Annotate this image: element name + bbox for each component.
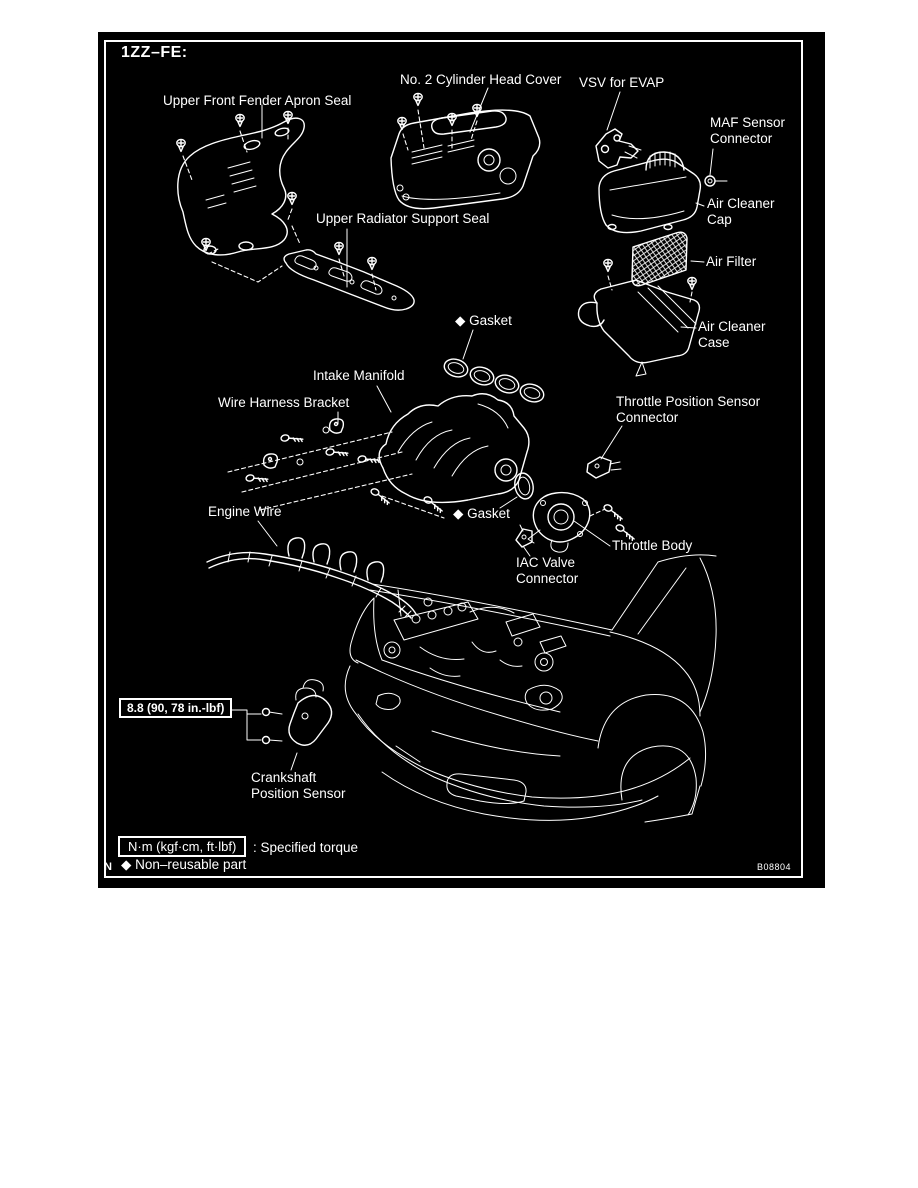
- torque-spec-box: 8.8 (90, 78 in.-lbf): [119, 698, 233, 718]
- engine-code-label: 1ZZ–FE:: [121, 44, 188, 61]
- label-maf-connector: MAF Sensor Connector: [710, 115, 786, 146]
- label-vsv-evap: VSV for EVAP: [579, 75, 665, 90]
- label-engine-wire: Engine Wire: [208, 504, 282, 519]
- label-intake-manifold: Intake Manifold: [313, 368, 405, 383]
- label-gasket-lower: ◆ Gasket: [453, 506, 510, 521]
- legend-torque-symbol-box: N·m (kgf·cm, ft·lbf): [118, 836, 247, 857]
- label-air-cleaner-cap: Air Cleaner Cap: [707, 196, 775, 227]
- torque-value: 8.8 (90, 78 in.-lbf): [127, 701, 225, 715]
- label-iac-connector: IAC Valve Connector: [516, 555, 579, 586]
- label-head-cover: No. 2 Cylinder Head Cover: [400, 72, 562, 87]
- panel-inner-frame: [104, 40, 803, 878]
- label-wire-harness-bracket: Wire Harness Bracket: [218, 395, 350, 410]
- label-gasket-upper: ◆ Gasket: [455, 313, 512, 328]
- label-air-cleaner-case: Air Cleaner Case: [698, 319, 766, 350]
- drawing-number: B08804: [757, 862, 792, 872]
- legend-torque-units: N·m (kgf·cm, ft·lbf): [128, 839, 237, 854]
- label-radiator-seal: Upper Radiator Support Seal: [316, 211, 490, 226]
- diagram-panel: [98, 32, 825, 888]
- label-throttle-body: Throttle Body: [612, 538, 693, 553]
- legend-nonreusable: ◆ Non–reusable part: [121, 857, 247, 872]
- page-corner-letter: N: [104, 861, 112, 873]
- label-crankshaft-sensor: Crankshaft Position Sensor: [251, 770, 346, 801]
- label-air-filter: Air Filter: [706, 254, 757, 269]
- label-tps-connector: Throttle Position Sensor Connector: [616, 394, 761, 425]
- legend-torque-meaning: : Specified torque: [253, 840, 359, 855]
- label-fender-apron-seal: Upper Front Fender Apron Seal: [163, 93, 352, 108]
